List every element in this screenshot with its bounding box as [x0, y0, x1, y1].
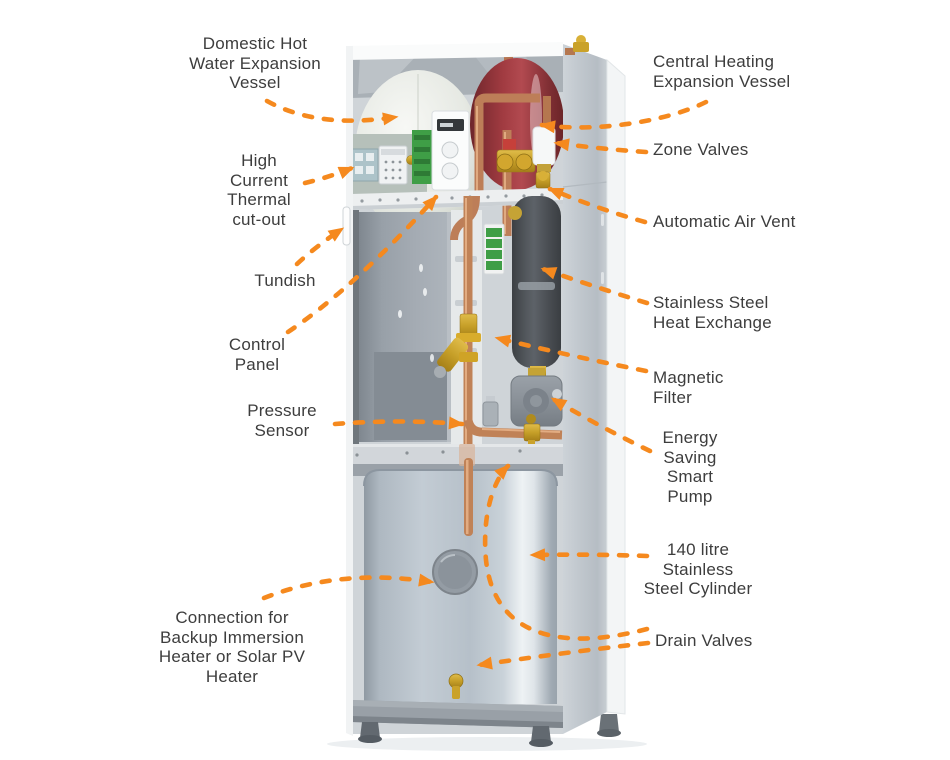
label-heat-exchange: Stainless Steel Heat Exchange: [653, 293, 772, 332]
arrow-tundish: [294, 226, 345, 267]
pump-graphic: [510, 368, 563, 427]
magnetic-filter-graphic: [434, 313, 481, 378]
arrow-heat-exchange: [540, 266, 650, 306]
arrow-dhw-expansion-vessel: [264, 98, 399, 126]
label-automatic-air-vent: Automatic Air Vent: [653, 212, 796, 231]
ground-shadow: [327, 737, 647, 751]
pressure-sensor-graphic: [482, 396, 499, 427]
arrow-drain-valve-lower: [476, 640, 651, 670]
arrow-drain-valve-upper: [482, 463, 650, 641]
label-cylinder-140l: 140 litre Stainless Steel Cylinder: [643, 540, 753, 598]
arrow-immersion-connection: [261, 573, 435, 601]
zone-valves-graphic: [496, 139, 536, 173]
control-panel-graphic: [431, 110, 470, 191]
label-smart-pump: Energy Saving Smart Pump: [662, 428, 718, 506]
label-tundish: Tundish: [254, 271, 316, 290]
arrow-ch-expansion-vessel: [539, 99, 709, 134]
label-pressure-sensor: Pressure Sensor: [247, 401, 317, 440]
arrow-automatic-air-vent: [547, 186, 648, 225]
arrow-pressure-sensor: [332, 416, 465, 430]
side-panel-graphic: [562, 44, 626, 734]
arrow-smart-pump: [550, 396, 653, 454]
label-ch-expansion-vessel: Central Heating Expansion Vessel: [653, 52, 791, 91]
arrow-magnetic-filter: [494, 334, 649, 374]
label-zone-valves: Zone Valves: [653, 140, 749, 159]
arrow-cylinder-140l: [529, 548, 650, 562]
label-thermal-cutout: High Current Thermal cut-out: [227, 151, 291, 229]
label-drain-valves: Drain Valves: [655, 631, 753, 650]
arrow-zone-valves: [553, 138, 649, 155]
label-immersion-connection: Connection for Backup Immersion Heater o…: [158, 608, 306, 686]
annotation-arrows: [261, 98, 709, 670]
drain-valve-graphic: [445, 673, 464, 709]
arrow-control-panel: [285, 194, 439, 335]
label-magnetic-filter: Magnetic Filter: [653, 368, 724, 407]
pcb-graphic: [412, 130, 432, 184]
immersion-cap-graphic: [432, 549, 478, 595]
label-control-panel: Control Panel: [228, 335, 286, 374]
terminal-strip-graphic: [483, 223, 505, 275]
cabinet-frame: [342, 35, 589, 736]
label-dhw-expansion-vessel: Domestic Hot Water Expansion Vessel: [189, 34, 321, 92]
arrow-thermal-cutout: [302, 165, 355, 186]
base-feet-graphic: [351, 700, 621, 747]
divider-shelf: [351, 188, 563, 210]
